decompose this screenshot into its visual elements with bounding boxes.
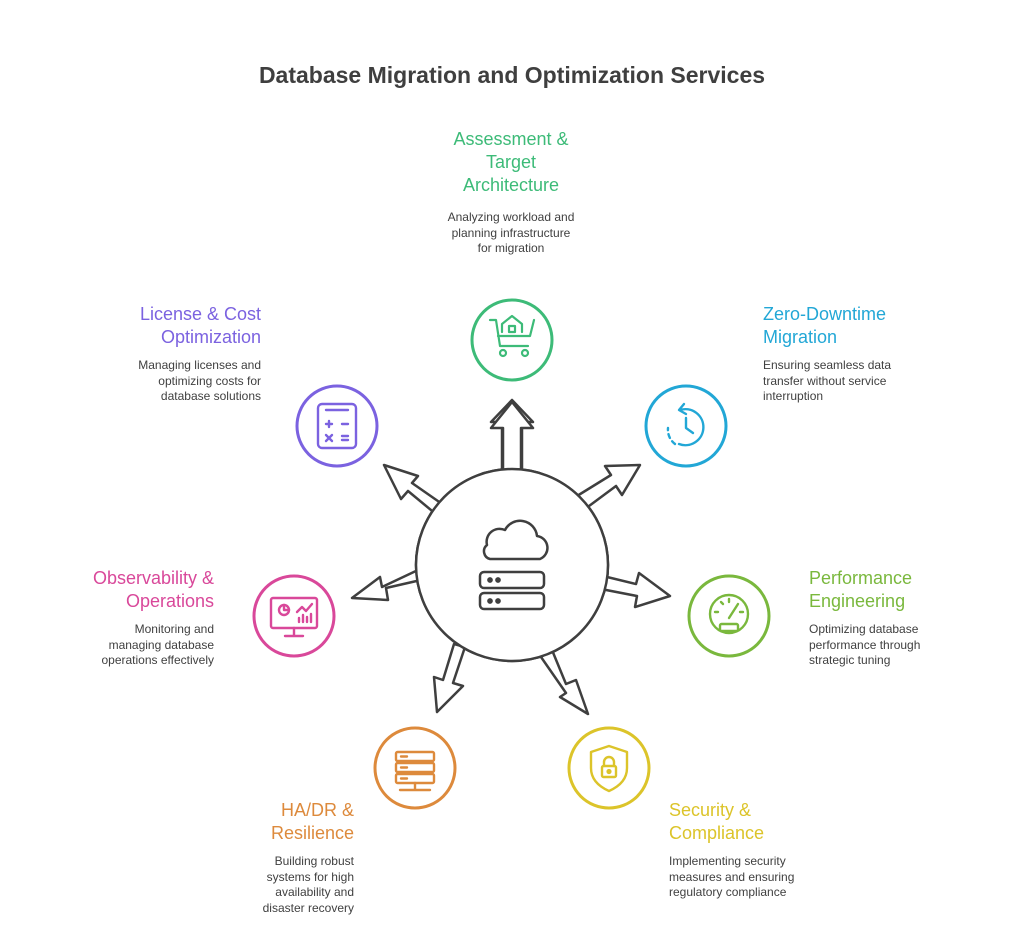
assessment-node — [470, 298, 554, 382]
hub-circle-top — [414, 467, 610, 663]
arrow-up — [489, 400, 535, 474]
gauge-icon — [708, 593, 750, 635]
security-node — [567, 726, 651, 810]
performance-title: Performance Engineering — [809, 568, 913, 611]
assessment-description: Analyzing workload and planning infrastr… — [447, 210, 575, 256]
performance-node — [687, 574, 771, 658]
observability-title: Observability & Operations — [92, 568, 214, 611]
calculator-icon — [316, 402, 358, 450]
observability-node — [252, 574, 336, 658]
license-node — [295, 384, 379, 468]
downtime-description: Ensuring seamless data transfer without … — [763, 358, 892, 404]
page-title: Database Migration and Optimization Serv… — [258, 62, 766, 88]
hub-arrow-group — [350, 400, 672, 716]
server-icon — [394, 750, 436, 792]
arrow-lower-right — [539, 648, 590, 716]
arrow-left — [350, 568, 423, 602]
assessment-title: Assessment & Target Architecture — [453, 129, 569, 195]
performance-description: Optimizing database performance through … — [809, 622, 921, 668]
arrow-right — [599, 571, 672, 609]
monitor-chart-icon — [269, 596, 319, 638]
resilience-node — [373, 726, 457, 810]
shield-lock-icon — [589, 744, 629, 793]
resilience-description: Building robust systems for high availab… — [262, 854, 354, 915]
license-description: Managing licenses and optimizing costs f… — [138, 358, 261, 404]
resilience-title: HA/DR & Resilience — [270, 800, 354, 843]
arrow-lower-left — [432, 642, 467, 714]
security-title: Security & Compliance — [669, 800, 765, 843]
security-description: Implementing security measures and ensur… — [669, 854, 795, 900]
downtime-node — [644, 384, 728, 468]
clock-refresh-icon — [666, 402, 705, 447]
observability-description: Monitoring and managing database operati… — [101, 622, 214, 668]
license-title: License & Cost Optimization — [139, 304, 261, 347]
downtime-title: Zero-Downtime Migration — [763, 304, 887, 347]
cloud-database-icon — [478, 519, 549, 611]
arrow-upper-right — [575, 463, 642, 511]
home-cart-icon — [488, 314, 536, 358]
